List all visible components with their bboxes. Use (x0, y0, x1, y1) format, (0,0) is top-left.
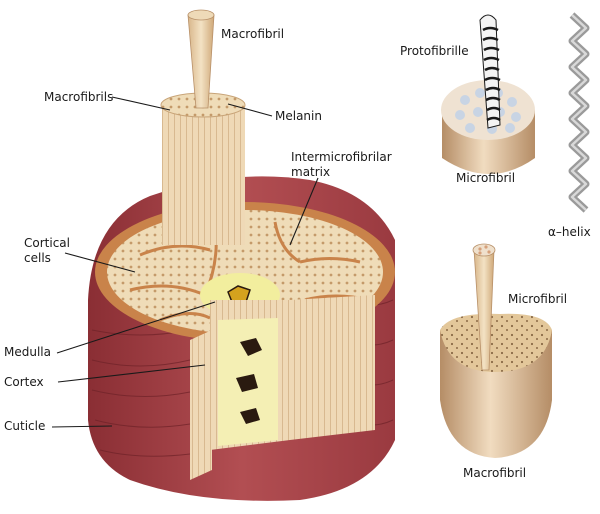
protofibril-strand (479, 14, 501, 129)
leader-macrofibrils (111, 96, 171, 111)
leader-matrix (289, 177, 319, 246)
leader-melanin (227, 103, 273, 117)
label-macrofibrils: Macrofibrils (44, 90, 114, 104)
label-cortical: Cortical (24, 236, 70, 250)
leader-lines (51, 96, 319, 428)
leader-medulla (56, 301, 216, 354)
melanin-granules (236, 338, 262, 424)
macrofibril-top-face (440, 313, 552, 372)
label-cuticle: Cuticle (4, 419, 46, 433)
label-microfibril-upper: Microfibril (456, 171, 516, 185)
label-microfibril-lower: Microfibril (508, 292, 568, 306)
label-macrofibril-bottom: Macrofibril (463, 466, 527, 480)
macrofibril-detail (440, 243, 552, 458)
leader-cortical (64, 252, 136, 273)
label-melanin: Melanin (275, 109, 322, 123)
cortex-cut-side (290, 295, 375, 440)
cortex-cut-wall (190, 330, 212, 480)
label-macrofibril-top: Macrofibril (221, 27, 285, 41)
alpha-helix-ribbon (568, 12, 590, 213)
label-intermicrofibrilar: Intermicrofibrilar (291, 150, 392, 164)
macrofibril-bundle (160, 9, 246, 245)
microfibril-detail (441, 14, 535, 174)
macrofibrils-stack (162, 105, 245, 245)
label-cortex: Cortex (4, 375, 44, 389)
label-cells: cells (24, 251, 51, 265)
label-protofibrille: Protofibrille (400, 44, 469, 58)
label-medulla: Medulla (4, 345, 51, 359)
leader-cortex (57, 364, 206, 383)
leader-cuticle (51, 425, 113, 428)
label-matrix: matrix (291, 165, 331, 179)
label-alpha-helix: α–helix (548, 225, 591, 239)
